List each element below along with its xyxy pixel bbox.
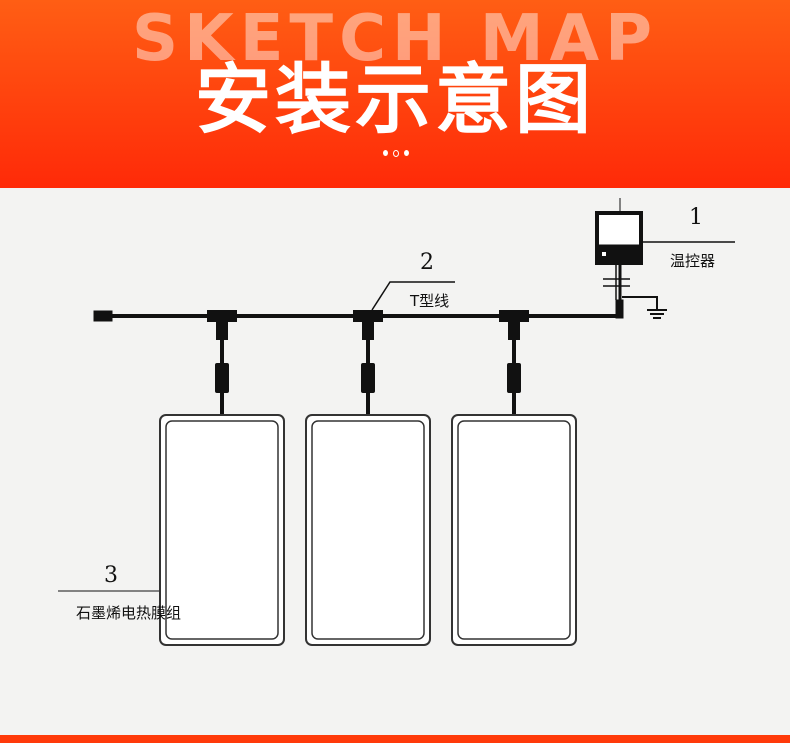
t-connector-stem (508, 318, 520, 340)
wiring-diagram (58, 198, 735, 646)
inline-plug (361, 363, 375, 393)
inline-plug (507, 363, 521, 393)
heating-film-inner (311, 420, 425, 640)
inline-plug (215, 363, 229, 393)
header-banner: SKETCH MAP 安装示意图 (0, 0, 790, 188)
footer-bar (0, 735, 790, 743)
heating-film-panel (451, 414, 577, 646)
watermark-text: SKETCH MAP (132, 2, 658, 76)
label-number-3: 3 (104, 563, 118, 588)
t-connector (353, 310, 383, 322)
thermostat-icon (595, 211, 643, 265)
heating-film-inner (165, 420, 279, 640)
t-connector (207, 310, 237, 322)
ground-wire (622, 296, 658, 310)
label-heating-film: 石墨烯电热膜组 (76, 604, 182, 622)
ground-icon (647, 309, 667, 319)
dot (383, 150, 388, 156)
dot (393, 150, 399, 157)
heating-film-panel (159, 414, 285, 646)
t-connector-stem (216, 318, 228, 340)
label-number-1: 1 (689, 205, 703, 230)
dot (404, 150, 409, 156)
label-number-2: 2 (420, 250, 434, 275)
t-connector-stem (362, 318, 374, 340)
heating-film-inner (457, 420, 571, 640)
t-connector (499, 310, 529, 322)
pagination-dots (383, 150, 409, 157)
label-thermostat: 温控器 (670, 252, 716, 270)
page-title: 安装示意图 (195, 55, 595, 144)
heating-film-panel (305, 414, 431, 646)
end-cap (93, 310, 113, 322)
label-t-cable: T型线 (410, 292, 450, 310)
